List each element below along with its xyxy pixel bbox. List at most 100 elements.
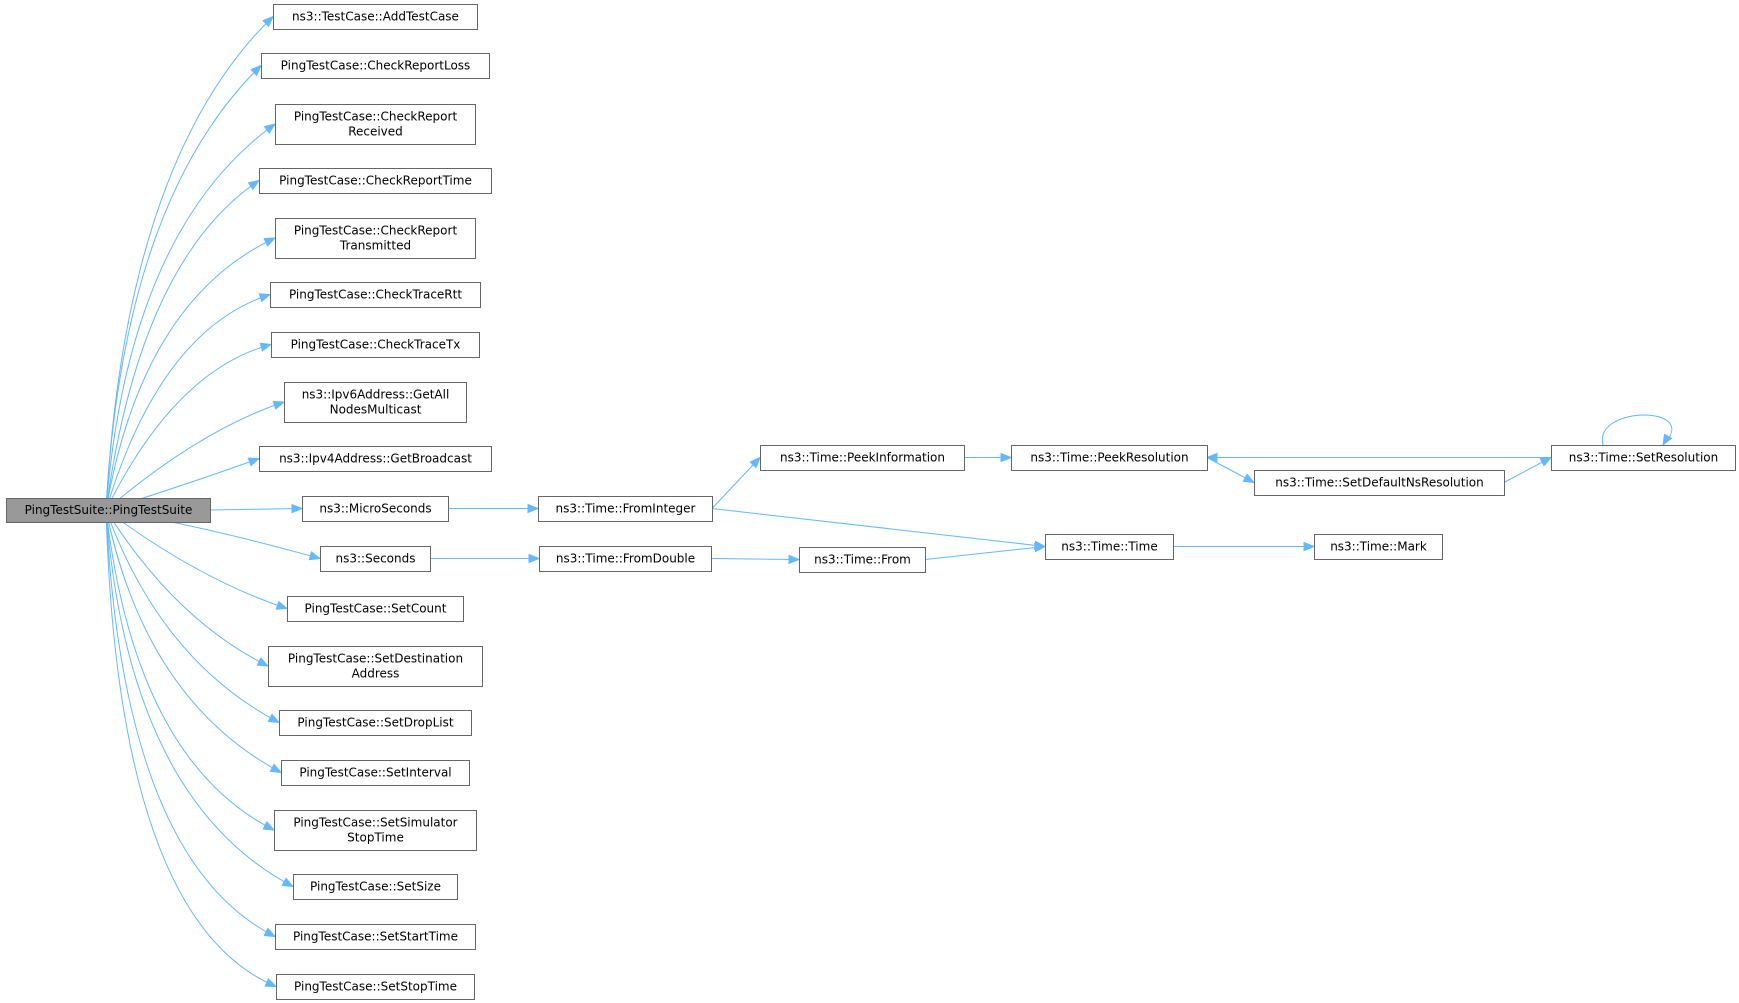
function-node-time[interactable]: ns3::Time::Time [1045,534,1174,560]
edge-arrowhead-25 [1000,452,1013,463]
edge-root-to-n_setinterval [105,509,283,774]
edge-line-14 [105,509,282,773]
function-node-checktracetx[interactable]: PingTestCase::CheckTraceTx [271,332,480,358]
node-box [273,4,478,30]
function-node-peekresolution[interactable]: ns3::Time::PeekResolution [1011,445,1208,471]
function-node-peekinformation[interactable]: ns3::Time::PeekInformation [760,445,965,471]
edge-arrowhead-5 [258,293,272,303]
node-box [271,332,480,358]
edge-root-to-n_setstoptime [105,509,278,988]
node-label: ns3::Ipv6Address::GetAll [302,388,450,402]
edge-root-to-n_checkreportloss [105,64,262,511]
function-node-setinterval[interactable]: PingTestCase::SetInterval [281,760,470,786]
node-label: ns3::Ipv4Address::GetBroadcast [279,452,472,466]
edge-arrowhead-1 [250,64,262,77]
node-box [284,382,467,423]
edge-arrowhead-16 [281,877,295,888]
edge-root-to-n_checktracertt [105,293,272,511]
function-node-checktracertt[interactable]: PingTestCase::CheckTraceRtt [270,282,481,308]
function-node-from[interactable]: ns3::Time::From [799,547,926,573]
node-box [261,53,490,79]
node-box [1254,470,1505,496]
node-label: PingTestCase::CheckReportTime [279,174,472,188]
edge-n_seconds-to-n_fromdouble [430,553,541,564]
node-box [275,924,476,950]
function-node-setcount[interactable]: PingTestCase::SetCount [287,596,464,622]
node-label: PingTestCase::SetInterval [299,766,451,780]
function-node-setstarttime[interactable]: PingTestCase::SetStartTime [275,924,476,950]
edge-arrowhead-13 [267,713,281,724]
edge-root-to-n_setdroplist [105,509,281,724]
edge-arrowhead-10 [308,551,322,561]
node-label: PingTestCase::CheckReportLoss [281,59,471,73]
function-node-seconds[interactable]: ns3::Seconds [320,546,431,572]
edge-n_setresolution-to-n_setresolution [1602,414,1673,447]
function-node-setdroplist[interactable]: PingTestCase::SetDropList [279,710,472,736]
node-box [275,218,476,259]
node-label: PingTestCase::CheckTraceTx [291,338,461,352]
node-label: PingTestCase::SetSimulator [293,816,457,830]
node-label: PingTestCase::SetDropList [297,716,453,730]
edge-n_frominteger-to-n_peekinformation [711,456,761,509]
edge-arrowhead-24 [1034,542,1047,553]
edge-line-15 [105,509,275,831]
node-label: ns3::Time::FromDouble [556,552,695,566]
function-node-mark[interactable]: ns3::Time::Mark [1314,534,1443,560]
node-label: ns3::Time::SetResolution [1569,451,1718,465]
edge-root-to-n_setsimulatorstoptime [105,509,276,831]
function-node-frominteger[interactable]: ns3::Time::FromInteger [538,496,713,522]
node-label: ns3::Time::FromInteger [556,502,696,516]
edge-arrowhead-18 [264,978,278,988]
function-node-addtestcase[interactable]: ns3::TestCase::AddTestCase [273,4,478,30]
function-node-checkreporttime[interactable]: PingTestCase::CheckReportTime [259,168,492,194]
edge-n_time-to-n_mark [1173,541,1316,552]
node-label: ns3::TestCase::AddTestCase [292,10,459,24]
edge-line-4 [105,237,276,511]
edge-line-29 [1602,414,1673,446]
function-node-getbroadcast[interactable]: ns3::Ipv4Address::GetBroadcast [259,446,492,472]
edge-line-21 [711,457,761,509]
node-box [259,168,492,194]
edge-line-13 [105,509,280,723]
edge-arrowhead-30 [1303,541,1316,552]
function-node-setstoptime[interactable]: PingTestCase::SetStopTime [276,974,475,1000]
edge-root-to-n_checkreporttime [105,179,261,511]
function-node-setsize[interactable]: PingTestCase::SetSize [293,874,458,900]
edge-arrowhead-6 [259,342,273,352]
function-node-microseconds[interactable]: ns3::MicroSeconds [302,496,449,522]
edge-line-23 [710,558,800,560]
function-node-setdefaultnsresolution[interactable]: ns3::Time::SetDefaultNsResolution [1254,470,1505,496]
function-node-fromdouble[interactable]: ns3::Time::FromDouble [539,546,712,572]
edge-root-to-n_getallnodesmulticast [105,400,286,511]
edge-line-16 [105,509,294,887]
function-node-checkreportloss[interactable]: PingTestCase::CheckReportLoss [261,53,490,79]
edge-line-22 [711,508,1046,547]
edge-root-to-n_setdestinationaddress [105,509,270,667]
function-node-setresolution[interactable]: ns3::Time::SetResolution [1551,445,1736,471]
node-label: PingTestCase::SetSize [310,880,441,894]
edge-line-1 [105,65,262,511]
edge-arrowhead-8 [247,457,261,467]
edge-line-24 [924,546,1046,560]
edge-arrowhead-3 [247,179,261,191]
edge-arrowhead-7 [272,400,286,410]
node-box [538,496,713,522]
node-box [6,498,211,523]
edge-arrowhead-17 [263,927,277,938]
node-box [760,445,965,471]
edge-arrowhead-15 [262,821,276,831]
edge-line-18 [105,509,277,987]
edge-arrowhead-26 [1242,473,1256,484]
edge-arrowhead-9 [291,503,304,514]
node-box [1011,445,1208,471]
edge-root-to-n_checkreporttransmitted [105,237,277,511]
root-function-node[interactable]: PingTestSuite::PingTestSuite [6,498,211,523]
node-label: ns3::MicroSeconds [319,502,431,516]
node-box [270,282,481,308]
node-label: ns3::Time::Mark [1330,540,1427,554]
